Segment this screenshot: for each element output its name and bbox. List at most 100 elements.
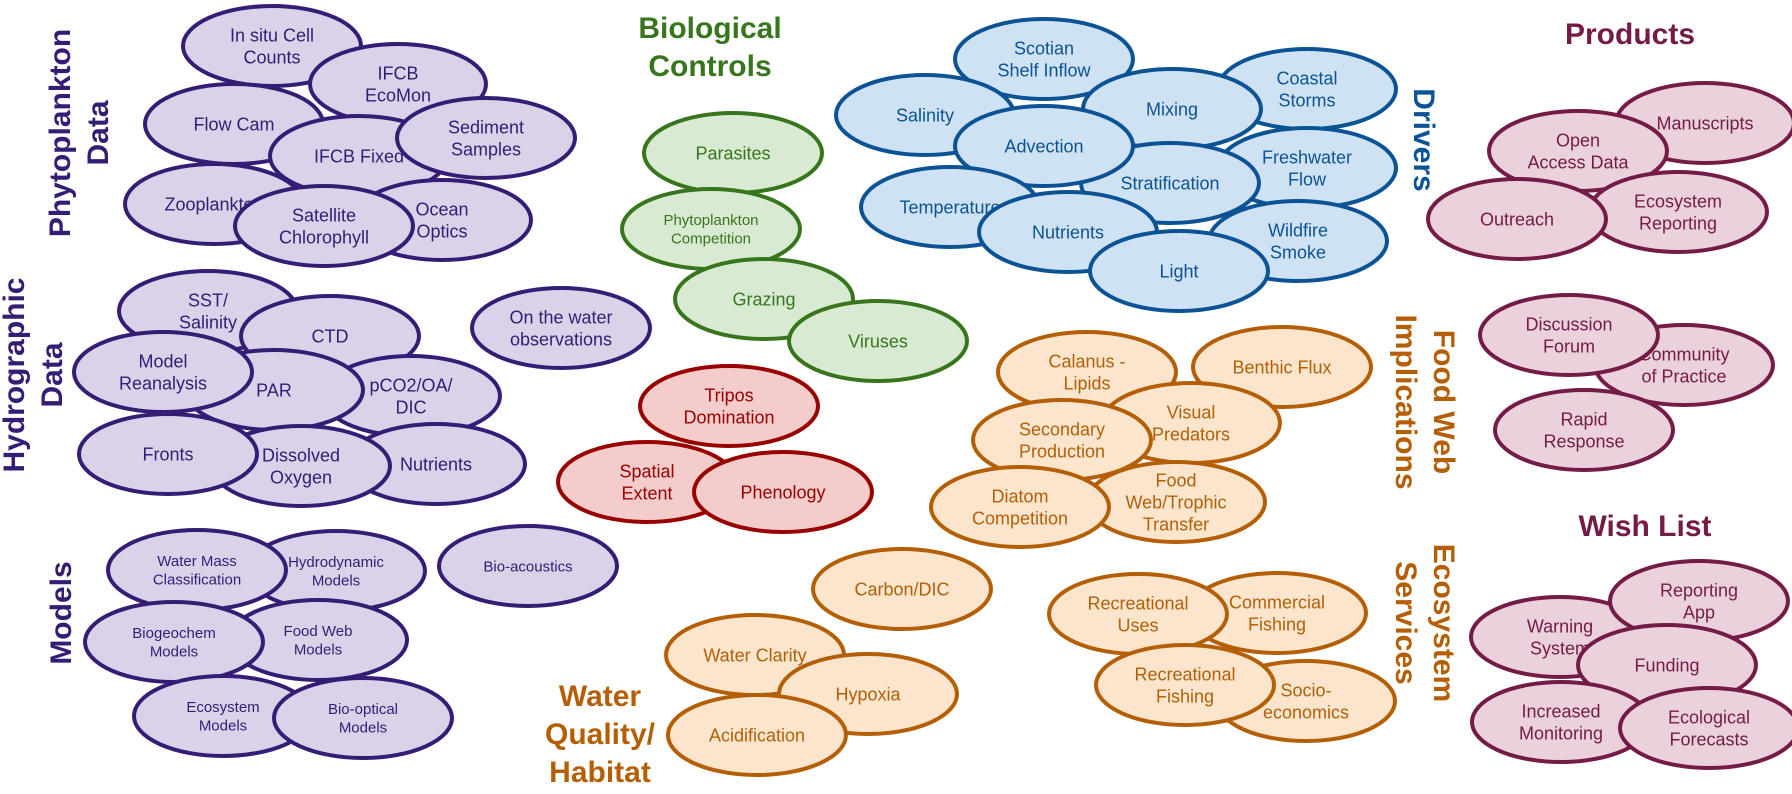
node-bio-acoustics: Bio-acoustics xyxy=(437,524,619,608)
node-label: SST/Salinity xyxy=(179,290,237,332)
node-carbon-dic: Carbon/DIC xyxy=(811,547,993,631)
node-label: pCO2/OA/DIC xyxy=(369,375,452,417)
heading-hydrographic-data: Hydrographic Data xyxy=(0,277,69,473)
node-label: Viruses xyxy=(848,331,908,351)
node-label: Funding xyxy=(1634,655,1699,675)
node-ellipse xyxy=(1493,388,1675,472)
node-ellipse xyxy=(233,184,415,268)
node-fronts: Fronts xyxy=(77,412,259,496)
node-viruses: Viruses xyxy=(787,299,969,383)
node-phenology: Phenology xyxy=(692,450,874,534)
node-acidification: Acidification xyxy=(666,693,848,777)
heading-water-quality-habitat: Water Quality/ Habitat xyxy=(544,680,656,789)
node-label: Flow Cam xyxy=(193,114,274,134)
node-outreach: Outreach xyxy=(1426,177,1608,261)
heading-ecosystem-services: Ecosystem Services xyxy=(1389,543,1460,703)
heading-models: Models xyxy=(45,561,78,665)
node-label: Nutrients xyxy=(1032,222,1104,242)
node-ellipse xyxy=(1094,643,1276,727)
heading-phytoplankton-data: Phytoplankton Data xyxy=(44,28,115,238)
node-label: PAR xyxy=(256,380,292,400)
node-label: Socio-economics xyxy=(1263,680,1349,722)
node-ellipse xyxy=(929,465,1111,549)
node-ellipse xyxy=(77,412,259,496)
node-ellipse xyxy=(437,524,619,608)
node-label: Mixing xyxy=(1146,99,1198,119)
node-ellipse xyxy=(638,364,820,448)
node-ellipse xyxy=(1426,177,1608,261)
node-parasites: Parasites xyxy=(642,111,824,195)
node-label: Nutrients xyxy=(400,454,472,474)
node-label: Manuscripts xyxy=(1656,113,1753,133)
node-ellipse xyxy=(1047,572,1229,656)
node-light: Light xyxy=(1088,229,1270,313)
node-label: Carbon/DIC xyxy=(854,579,949,599)
node-label: Hypoxia xyxy=(835,684,901,704)
node-label: Bio-acoustics xyxy=(483,558,572,575)
node-ellipse xyxy=(272,676,454,760)
node-ellipse xyxy=(666,693,848,777)
node-label: Water Clarity xyxy=(703,645,806,665)
node-label: Fronts xyxy=(142,444,193,464)
node-ellipse xyxy=(72,330,254,414)
node-ellipse xyxy=(811,547,993,631)
node-label: Zooplankton xyxy=(164,194,263,214)
node-ellipse xyxy=(953,104,1135,188)
node-label: Light xyxy=(1159,261,1198,281)
node-ellipse xyxy=(1088,229,1270,313)
node-ellipse xyxy=(1478,293,1660,377)
node-label: Stratification xyxy=(1120,173,1219,193)
node-label: Acidification xyxy=(709,725,805,745)
heading-products: Products xyxy=(1564,18,1696,51)
node-label: Temperature xyxy=(899,197,1000,217)
